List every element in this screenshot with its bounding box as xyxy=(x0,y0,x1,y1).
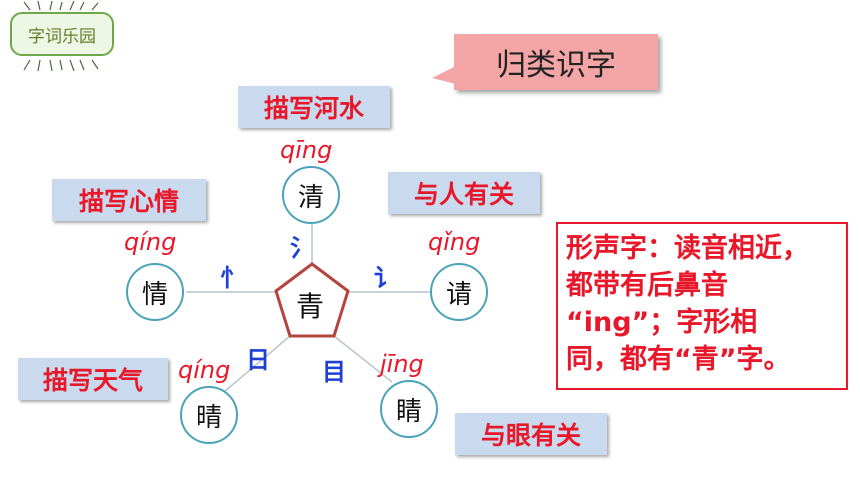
char-circle-bottom-left: 晴 xyxy=(180,386,238,444)
tag-mood: 描写心情 xyxy=(52,179,206,221)
page-title: 归类识字 xyxy=(454,34,658,90)
radical-left: 忄 xyxy=(220,264,244,292)
tag-person: 与人有关 xyxy=(388,172,540,214)
char-circle-left: 情 xyxy=(126,263,184,321)
char-circle-right: 请 xyxy=(430,263,488,321)
leaf-decoration xyxy=(23,0,99,72)
note-line-2: 都带有后鼻音 xyxy=(566,270,728,301)
title-pointer xyxy=(432,66,456,84)
pinyin-bottom-right: jīng xyxy=(380,350,424,378)
char-circle-bottom-right: 睛 xyxy=(380,380,438,438)
line-bottom-left xyxy=(223,335,291,393)
pinyin-top: qīng xyxy=(280,136,333,164)
pinyin-right: qǐng xyxy=(428,228,481,256)
note-line-1: 形声字：读音相近， xyxy=(566,233,809,264)
radical-bottom-left: 日 xyxy=(246,346,270,374)
line-bottom-right xyxy=(333,335,393,383)
radical-right: 讠 xyxy=(374,264,398,292)
char-circle-top: 清 xyxy=(282,166,340,224)
tag-river: 描写河水 xyxy=(238,86,390,128)
explanation-box: 形声字：读音相近， 都带有后鼻音 “ing”；字形相 同，都有“青”字。 xyxy=(556,222,848,390)
tag-eye: 与眼有关 xyxy=(455,413,607,455)
radical-bottom-right: 目 xyxy=(322,358,346,386)
radical-top: 氵 xyxy=(290,234,314,262)
note-line-3: “ing”；字形相 xyxy=(566,307,758,338)
note-line-4: 同，都有“青”字。 xyxy=(566,344,791,375)
center-pentagon xyxy=(274,262,350,338)
tag-weather: 描写天气 xyxy=(18,358,168,400)
pinyin-left: qíng xyxy=(124,228,177,256)
pinyin-bottom-left: qíng xyxy=(178,356,231,384)
center-char: 青 xyxy=(296,290,325,323)
section-badge: 字词乐园 xyxy=(10,12,114,56)
